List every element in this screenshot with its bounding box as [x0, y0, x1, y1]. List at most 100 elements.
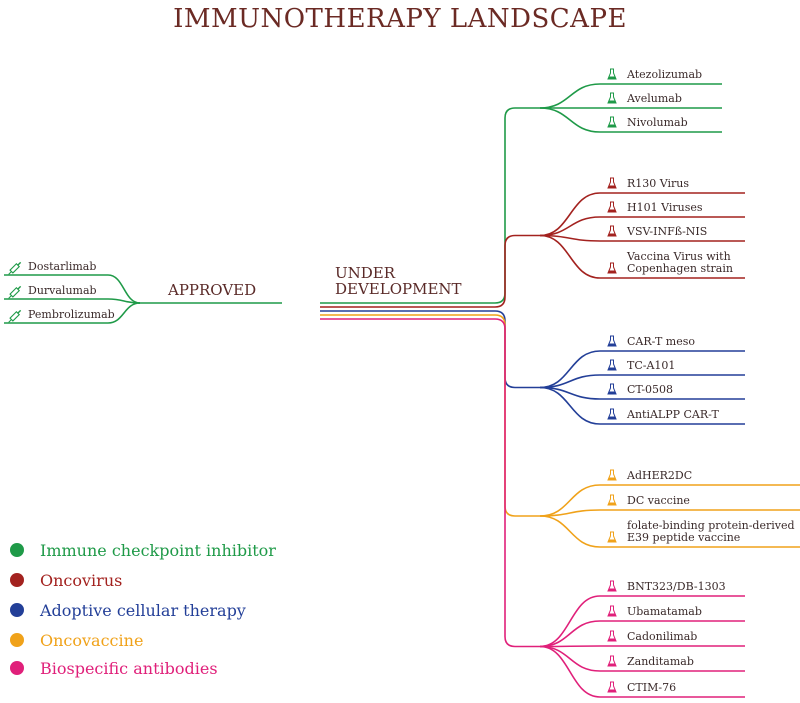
legend-label: Biospecific antibodies [40, 658, 218, 678]
group-connector [539, 216, 601, 237]
flask-icon [607, 383, 617, 395]
flask-icon [607, 605, 617, 617]
leaf-label: Cadonilimab [627, 631, 697, 643]
leaf-label-line: Avelumab [627, 92, 682, 105]
group-connector [539, 595, 601, 648]
leaf-label-line: Vaccina Virus with [627, 250, 731, 263]
legend-label: Immune checkpoint inhibitor [40, 540, 276, 560]
group-connector [539, 620, 601, 648]
group-connector [539, 645, 601, 698]
flask-icon [607, 335, 617, 347]
diagram-title: IMMUNOTHERAPY LANDSCAPE [173, 4, 627, 34]
leaf-label: AntiALPP CAR-T [627, 409, 719, 421]
circle-icon [10, 543, 24, 557]
leaf-label: Durvalumab [28, 285, 97, 297]
leaf-label-line: CT-0508 [627, 383, 674, 396]
flask-icon [607, 262, 617, 274]
leaf-label-line: Zanditamab [627, 655, 694, 668]
leaf-label: Ubamatamab [627, 606, 702, 618]
leaf-label: R130 Virus [627, 178, 689, 190]
flask-icon [607, 655, 617, 667]
leaf-label: CTIM-76 [627, 682, 676, 694]
leaf-label-line: AdHER2DC [627, 469, 693, 482]
leaf-label-line: VSV-INFß-NIS [627, 225, 708, 238]
flask-icon [607, 469, 617, 481]
group-connector [539, 107, 601, 133]
leaf-label-line: folate-binding protein-derived [627, 519, 795, 532]
syringe-icon [8, 285, 22, 299]
legend-label: Oncovaccine [40, 630, 144, 650]
group-connector [539, 83, 601, 109]
leaf-label-line: DC vaccine [627, 494, 690, 507]
legend-item: Oncovaccine [10, 630, 143, 650]
leaf-label: Dostarlimab [28, 261, 96, 273]
group-connector [539, 645, 601, 672]
legend-item: Biospecific antibodies [10, 658, 218, 678]
group-connector [539, 515, 601, 548]
group-trunk [320, 310, 540, 389]
leaf-label-line: Pembrolizumab [28, 308, 115, 321]
leaf-label: Atezolizumab [627, 69, 702, 81]
leaf-label: TC-A101 [627, 360, 675, 372]
leaf-label: Zanditamab [627, 656, 694, 668]
syringe-icon [8, 261, 22, 275]
circle-icon [10, 633, 24, 647]
leaf-label: DC vaccine [627, 495, 690, 507]
under-development-line1: UNDER [335, 264, 396, 282]
legend-label: Oncovirus [40, 570, 123, 590]
group-connector [539, 645, 601, 648]
leaf-label-line: CTIM-76 [627, 681, 677, 694]
leaf-label: AdHER2DC [627, 470, 692, 482]
circle-icon [10, 573, 24, 587]
flask-icon [607, 531, 617, 543]
group-trunk [320, 234, 540, 308]
approved-label: APPROVED [168, 281, 257, 299]
leaf-label: Pembrolizumab [28, 309, 115, 321]
leaf-label: BNT323/DB-1303 [627, 581, 726, 593]
group-connector [539, 234, 601, 279]
flask-icon [607, 92, 617, 104]
approved-connector [107, 302, 141, 324]
leaf-label: H101 Viruses [627, 202, 703, 214]
flask-icon [607, 681, 617, 693]
leaf-label: CAR-T meso [627, 336, 695, 348]
flask-icon [607, 201, 617, 213]
leaf-label-line: Copenhagen strain [627, 262, 733, 275]
group-trunk [320, 318, 540, 648]
flask-icon [607, 580, 617, 592]
leaf-label-line: Cadonilimab [627, 630, 698, 643]
group-trunk [320, 107, 540, 304]
group-connector [539, 234, 601, 242]
leaf-label-line: CAR-T meso [627, 335, 696, 348]
leaf-label-line: Dostarlimab [28, 260, 97, 273]
approved-connector [107, 298, 141, 304]
flask-icon [607, 68, 617, 80]
flask-icon [607, 408, 617, 420]
group-trunk [320, 314, 540, 517]
leaf-label-line: Nivolumab [627, 116, 688, 129]
legend-item: Adoptive cellular therapy [10, 600, 246, 620]
legend-item: Oncovirus [10, 570, 122, 590]
legend-label: Adoptive cellular therapy [40, 600, 246, 620]
leaf-label: Avelumab [627, 93, 682, 105]
circle-icon [10, 603, 24, 617]
flask-icon [607, 116, 617, 128]
leaf-label-line: BNT323/DB-1303 [627, 580, 726, 593]
group-connector [539, 192, 601, 237]
leaf-label: CT-0508 [627, 384, 673, 396]
leaf-label-line: H101 Viruses [627, 201, 703, 214]
legend-item: Immune checkpoint inhibitor [10, 540, 276, 560]
circle-icon [10, 661, 24, 675]
under-development-line2: DEVELOPMENT [335, 280, 462, 298]
leaf-label-line: E39 peptide vaccine [627, 531, 741, 544]
leaf-label-line: Durvalumab [28, 284, 97, 297]
group-connector [539, 484, 601, 517]
under-development-label: UNDER DEVELOPMENT [335, 265, 462, 297]
flask-icon [607, 630, 617, 642]
group-connector [539, 386, 601, 425]
leaf-label-line: Ubamatamab [627, 605, 702, 618]
leaf-label: Nivolumab [627, 117, 688, 129]
